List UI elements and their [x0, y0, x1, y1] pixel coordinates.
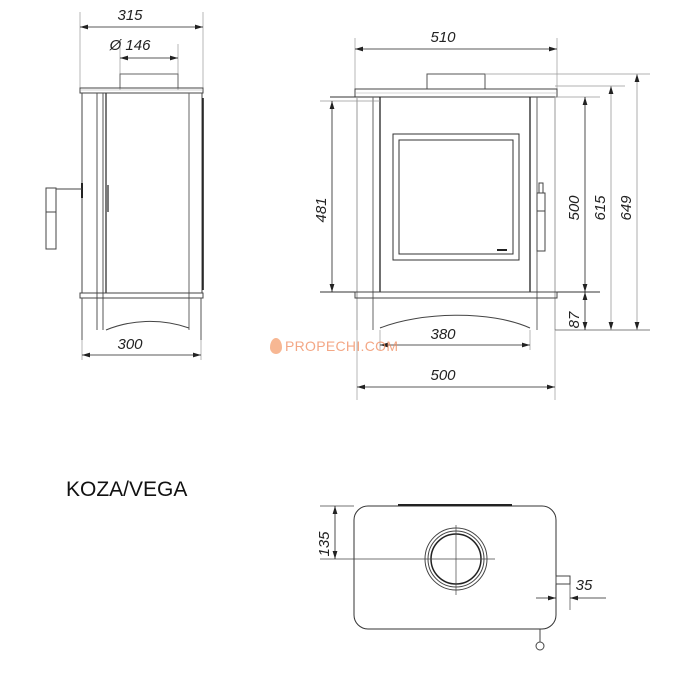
flue-offset-label: 135 — [316, 531, 333, 557]
watermark: PROPECHI.COM — [270, 338, 398, 354]
leg-height-label: 87 — [566, 311, 583, 328]
door-height-label: 481 — [313, 197, 330, 222]
total-height-label: 649 — [618, 195, 635, 221]
side-top-width-label: 315 — [117, 7, 143, 24]
side-view — [45, 12, 204, 360]
base-inner-width-label: 380 — [430, 326, 456, 343]
height-to-top-label: 615 — [592, 195, 609, 221]
front-view — [320, 38, 650, 400]
handle-offset-label: 35 — [576, 577, 593, 594]
side-base-width-label: 300 — [117, 336, 143, 353]
front-top-width-label: 510 — [430, 29, 456, 46]
body-height-label: 500 — [566, 195, 583, 221]
model-title: KOZA/VEGA — [66, 478, 188, 501]
watermark-text: PROPECHI.COM — [285, 338, 399, 354]
flame-icon — [270, 338, 282, 354]
top-view — [320, 504, 606, 651]
base-width-label: 500 — [430, 367, 456, 384]
side-flue-diameter-label: Ø 146 — [109, 37, 152, 54]
